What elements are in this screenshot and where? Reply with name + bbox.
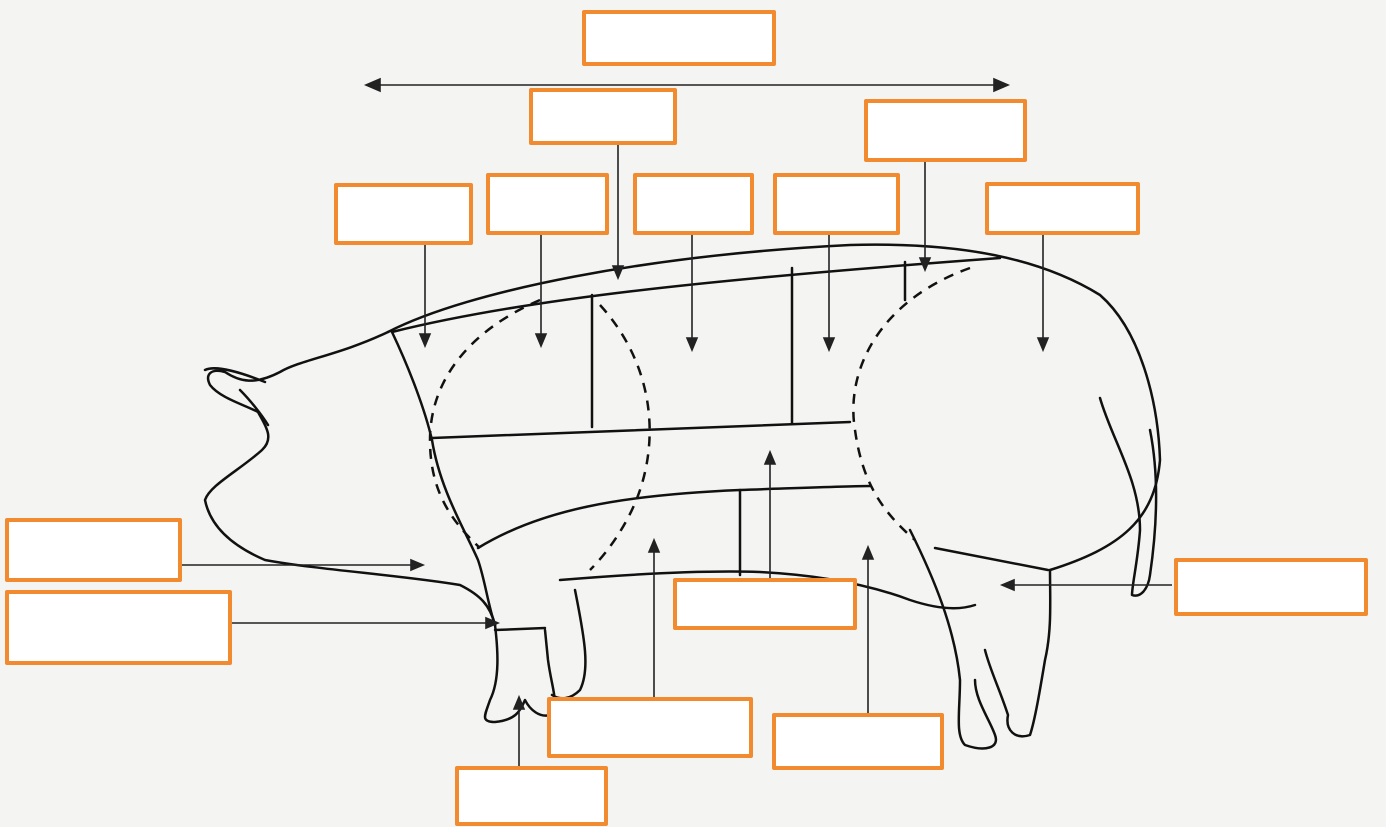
dashed-front-arc	[590, 305, 650, 570]
horizontal-cut-lower	[478, 486, 870, 548]
label-box-trotter[interactable]	[455, 766, 608, 826]
back-inner-line	[392, 258, 1000, 332]
label-box-rear-back[interactable]	[773, 173, 900, 235]
label-box-fore-belly[interactable]	[547, 697, 753, 758]
span-arrow-right-head	[994, 79, 1008, 91]
dashed-shoulder-arc	[430, 300, 540, 548]
label-box-jowl[interactable]	[5, 518, 182, 582]
dashed-ham-arc	[853, 268, 970, 540]
horizontal-cut-upper	[432, 422, 850, 438]
label-box-shoulder[interactable]	[486, 173, 609, 235]
label-box-loin-top[interactable]	[529, 88, 677, 145]
label-box-leg-top[interactable]	[985, 182, 1140, 235]
tail-outline	[1100, 398, 1156, 596]
label-box-fore-shank[interactable]	[5, 590, 232, 665]
label-box-belly[interactable]	[673, 578, 857, 630]
back-line	[388, 245, 1160, 570]
label-box-mid-back[interactable]	[633, 173, 754, 235]
label-box-top-span[interactable]	[582, 10, 776, 66]
label-box-neck[interactable]	[334, 183, 473, 245]
label-box-hind-belly[interactable]	[772, 713, 944, 770]
label-box-hind-hock[interactable]	[1174, 558, 1368, 616]
span-arrow-left-head	[366, 79, 380, 91]
label-box-upper-right[interactable]	[864, 99, 1027, 162]
shoulder-cut	[392, 332, 495, 625]
front-leg-back	[552, 590, 585, 698]
